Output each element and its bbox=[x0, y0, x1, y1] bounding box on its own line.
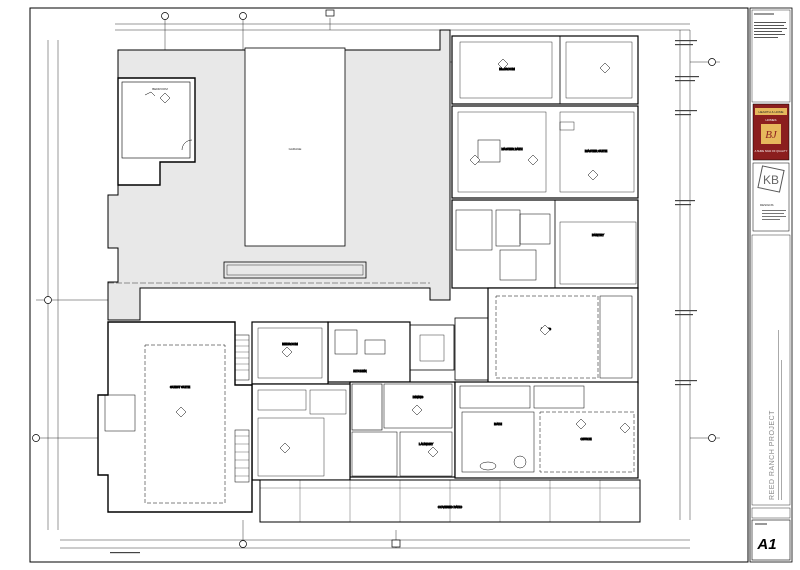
builder-sub: HOMES bbox=[765, 118, 776, 122]
room-label-bedroom-nw: BEDROOM bbox=[152, 87, 168, 91]
northeast-wing: BEDROOM MASTER BATH MASTER SUITE PANTRY bbox=[451, 35, 639, 289]
south-bedrooms-block: BEDROOM bbox=[251, 321, 351, 481]
builder-tagline: A SURE SIGN OF QUALITY bbox=[755, 149, 788, 153]
room-label-master-suite: MASTER SUITE bbox=[585, 149, 607, 153]
room-label-bath: BATH bbox=[494, 422, 502, 426]
room-label-pantry: PANTRY bbox=[592, 233, 604, 237]
project-name: REED RANCH PROJECT bbox=[769, 410, 776, 500]
fixture-symbols bbox=[159, 58, 631, 458]
room-label-dining: DINING bbox=[413, 395, 424, 399]
builder-name: HEARTH & HOME bbox=[759, 110, 784, 114]
builder-monogram: BJ bbox=[765, 129, 778, 141]
designer-monogram: KB bbox=[763, 173, 779, 187]
room-label-patio: COVERED PATIO bbox=[438, 505, 463, 509]
room-label-guest-suite: GUEST SUITE bbox=[170, 385, 190, 389]
room-label-bedroom-s: BEDROOM bbox=[282, 342, 298, 346]
designer-name: DESIGNS bbox=[760, 203, 774, 207]
room-label-kitchen: KITCHEN bbox=[353, 369, 366, 373]
sheet-border bbox=[29, 7, 749, 563]
living-block: LIVING bbox=[409, 287, 639, 384]
garage-slab bbox=[244, 47, 346, 247]
builder-logo: HEARTH & HOME HOMES BJ A SURE SIGN OF QU… bbox=[752, 103, 790, 161]
room-label-master-bath: MASTER BATH bbox=[501, 147, 522, 151]
bedroom-nw-block: BEDROOM bbox=[117, 77, 196, 186]
annotation-leaders bbox=[110, 40, 699, 554]
room-label-office: OFFICE bbox=[581, 437, 592, 441]
room-label-garage: GARAGE bbox=[289, 147, 302, 151]
room-label-laundry: LAUNDRY bbox=[419, 442, 433, 446]
title-block: HEARTH & HOME HOMES BJ A SURE SIGN OF QU… bbox=[749, 7, 793, 563]
designer-logo: KB DESIGNS bbox=[752, 162, 790, 232]
sheet-number: A1 bbox=[756, 536, 776, 553]
room-label-bedroom-ne: BEDROOM bbox=[499, 67, 515, 71]
covered-patio: COVERED PATIO bbox=[259, 479, 641, 523]
general-notes-text bbox=[754, 13, 787, 38]
guest-suite-block: GUEST SUITE bbox=[97, 321, 253, 513]
kitchen-dining-block: KITCHEN DINING LAUNDRY BATH OFFICE bbox=[327, 321, 639, 479]
